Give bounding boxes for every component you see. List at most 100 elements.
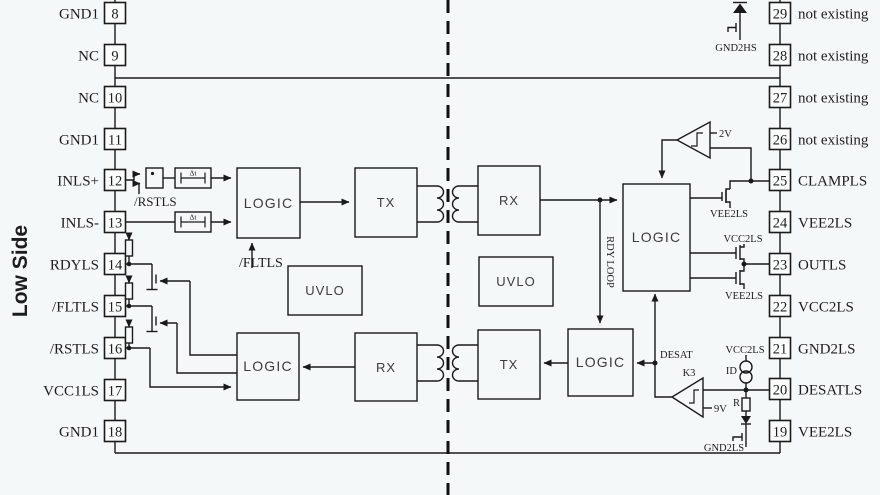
pin-number: 27 — [773, 91, 788, 107]
rx-top-block: RX — [477, 165, 541, 236]
logic-output-block: LOGIC — [622, 183, 691, 292]
svg-text:TX: TX — [377, 195, 396, 210]
out-low-supply-label: VEE2LS — [725, 291, 763, 302]
tx-top-block: TX — [354, 167, 418, 238]
mosfet-icon — [146, 272, 158, 291]
pin-label: GND1 — [59, 133, 99, 149]
pin-number: 25 — [773, 174, 788, 190]
filter-block-1: Δt — [174, 167, 212, 189]
feedback-channel — [302, 344, 568, 382]
pin-number: 17 — [108, 384, 123, 400]
svg-text:UVLO: UVLO — [496, 274, 535, 289]
pin-label: VCC2LS — [798, 300, 854, 316]
pin-number: 23 — [773, 258, 788, 274]
pin-label: RDYLS — [50, 258, 99, 274]
desat-signal-label: DESAT — [660, 350, 693, 361]
ref-9v-label: 9V — [714, 404, 727, 415]
uvlo-left-block: UVLO — [287, 265, 363, 316]
fltls-signal-label: /FLTLS — [239, 256, 283, 271]
highside-remnant: GND2HS — [715, 1, 757, 54]
pin-number: 11 — [108, 133, 122, 149]
pullup-resistor-icon — [124, 319, 134, 348]
pin-label: VCC1LS — [43, 384, 99, 400]
pin-label: INLS+ — [57, 174, 99, 190]
logic-input-block: LOGIC — [236, 167, 301, 239]
pin-inls-minus-13: 13 INLS- — [61, 210, 127, 234]
pin-clampls-25: 25 CLAMPLS — [768, 168, 867, 192]
input-stage: /RSTLS Δt Δt /FLTLS — [126, 167, 350, 271]
pin-vee2ls-19: 19 VEE2LS — [768, 419, 852, 443]
svg-text:LOGIC: LOGIC — [243, 358, 293, 374]
resistor-icon — [741, 397, 751, 412]
input-gate-icon — [145, 167, 164, 189]
pin-number: 16 — [108, 342, 123, 358]
pin-number: 26 — [773, 133, 788, 149]
pin-number: 19 — [773, 425, 788, 441]
pin-vcc2ls-22: 22 VCC2LS — [768, 294, 854, 318]
pin-label: INLS- — [61, 216, 99, 232]
logic-bottom-left-block: LOGIC — [236, 332, 300, 401]
side-label: Low Side — [9, 225, 32, 317]
pin-number: 21 — [773, 342, 788, 358]
pin-27: 27 not existing — [768, 85, 869, 109]
pin-label: not existing — [798, 7, 869, 23]
pin-gnd1-11: 11 GND1 — [59, 127, 127, 151]
pin-number: 15 — [108, 300, 123, 316]
pin-number: 13 — [108, 216, 123, 232]
pin-outls-23: 23 OUTLS — [768, 252, 846, 276]
clamp-comparator: 2V VEE2LS — [658, 120, 769, 220]
hysteresis-icon — [691, 132, 703, 147]
pin-rstls-16: 16 /RSTLS — [50, 336, 127, 360]
pin-label: GND1 — [59, 7, 99, 23]
filter-delay-label: Δt — [190, 213, 198, 222]
right-pins: 29 not existing 28 not existing 27 not e… — [768, 1, 869, 443]
filter-delay-label: Δt — [190, 169, 198, 178]
svg-text:LOGIC: LOGIC — [244, 195, 294, 211]
pin-desatls-20: 20 DESATLS — [768, 377, 862, 401]
comparator-k3-label: K3 — [683, 368, 696, 379]
tx-bottom-block: TX — [477, 329, 541, 400]
pin-26: 26 not existing — [768, 127, 869, 151]
pin-inls-plus-12: 12 INLS+ — [57, 168, 127, 192]
svg-text:RX: RX — [499, 193, 519, 208]
current-source-label: ID — [726, 366, 737, 377]
pin-label: DESATLS — [798, 383, 862, 399]
pin-29: 29 not existing — [768, 1, 869, 25]
pin-gnd1-8: 8 GND1 — [59, 1, 127, 25]
pin-number: 28 — [773, 49, 788, 65]
pin-rdyls-14: 14 RDYLS — [50, 252, 127, 276]
pin-number: 8 — [111, 7, 118, 23]
uvlo-right-block: UVLO — [478, 256, 554, 307]
clamp-mosfet-icon — [690, 188, 731, 208]
mosfet-icon — [732, 431, 747, 447]
pin-number: 20 — [773, 383, 788, 399]
filter-block-2: Δt — [174, 211, 212, 233]
comparator-icon — [675, 120, 711, 160]
pin-label: /RSTLS — [50, 342, 99, 358]
diode-icon — [733, 1, 747, 13]
pin-number: 24 — [773, 216, 788, 232]
pin-gnd1-18: 18 GND1 — [59, 419, 127, 443]
comparator-icon — [670, 376, 704, 419]
mosfet-icon — [727, 21, 741, 34]
pin-fltls-15: 15 /FLTLS — [52, 294, 127, 318]
out-high-supply-label: VCC2LS — [723, 234, 762, 245]
svg-text:LOGIC: LOGIC — [632, 229, 682, 245]
hysteresis-icon — [689, 389, 699, 404]
gnd2hs-label: GND2HS — [715, 43, 757, 54]
pin-number: 22 — [773, 300, 788, 316]
pin-label: not existing — [798, 49, 869, 65]
pin-label: NC — [78, 91, 99, 107]
left-pins: 8 GND1 9 NC 10 NC 11 GND1 12 INLS+ 13 IN… — [43, 1, 127, 443]
pin-label: not existing — [798, 133, 869, 149]
pin-number: 10 — [108, 91, 123, 107]
pullup-resistor-icon — [124, 275, 134, 306]
rdy-loop-label: RDY LOOP — [604, 236, 615, 288]
pin-label: /FLTLS — [52, 300, 99, 316]
pin-number: 18 — [108, 425, 123, 441]
pin-vee2ls-24: 24 VEE2LS — [768, 210, 852, 234]
pullup-resistor-icon — [124, 232, 134, 264]
pin-label: not existing — [798, 91, 869, 107]
